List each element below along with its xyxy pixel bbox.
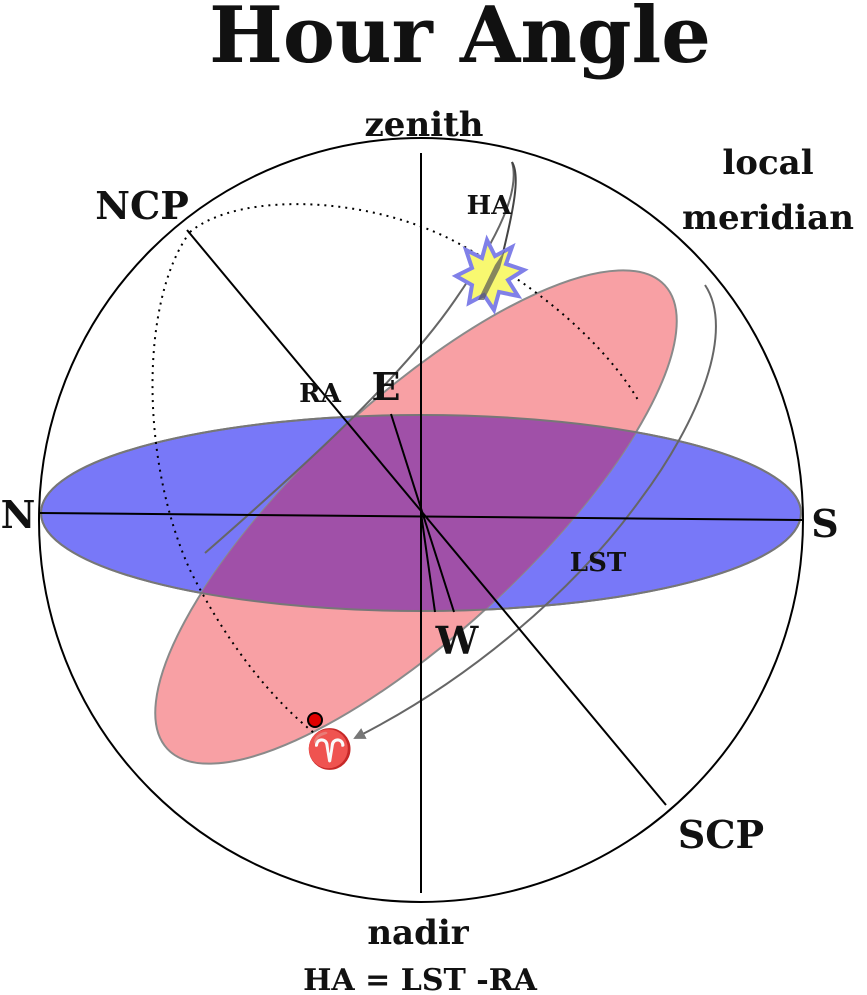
ha-arc-top <box>496 161 517 267</box>
hour-angle-arc <box>353 284 717 739</box>
equinox-direction-line <box>420 512 436 613</box>
meridian-label-line2: meridian <box>682 198 854 238</box>
ha-label: HA <box>467 191 513 221</box>
hour-angle-equation: HA = LST -RA <box>303 963 538 995</box>
aries-point <box>307 712 323 728</box>
ra-label: RA <box>299 379 342 409</box>
equinox-hour-circle-left <box>151 231 331 746</box>
east-west-line <box>390 413 455 613</box>
scp-label: SCP <box>678 812 764 857</box>
diagram-title: Hour Angle <box>209 0 711 81</box>
star-icon <box>451 234 529 315</box>
nadir-label: nadir <box>367 913 469 953</box>
ncp-label: NCP <box>95 183 189 228</box>
equinox-hour-circle <box>189 203 639 401</box>
north-label: N <box>1 492 36 537</box>
west-label: W <box>435 618 480 663</box>
celestial-sphere <box>38 137 804 903</box>
star-hour-circle <box>204 161 515 554</box>
south-label: S <box>811 501 838 546</box>
polar-axis <box>186 229 667 806</box>
meridian-label-line1: local <box>722 143 813 183</box>
star-shadow <box>478 250 505 300</box>
zenith-label: zenith <box>365 105 484 145</box>
lst-label: LST <box>570 548 627 578</box>
east-label: E <box>372 364 401 409</box>
aries-symbol: ♈ <box>306 726 353 771</box>
